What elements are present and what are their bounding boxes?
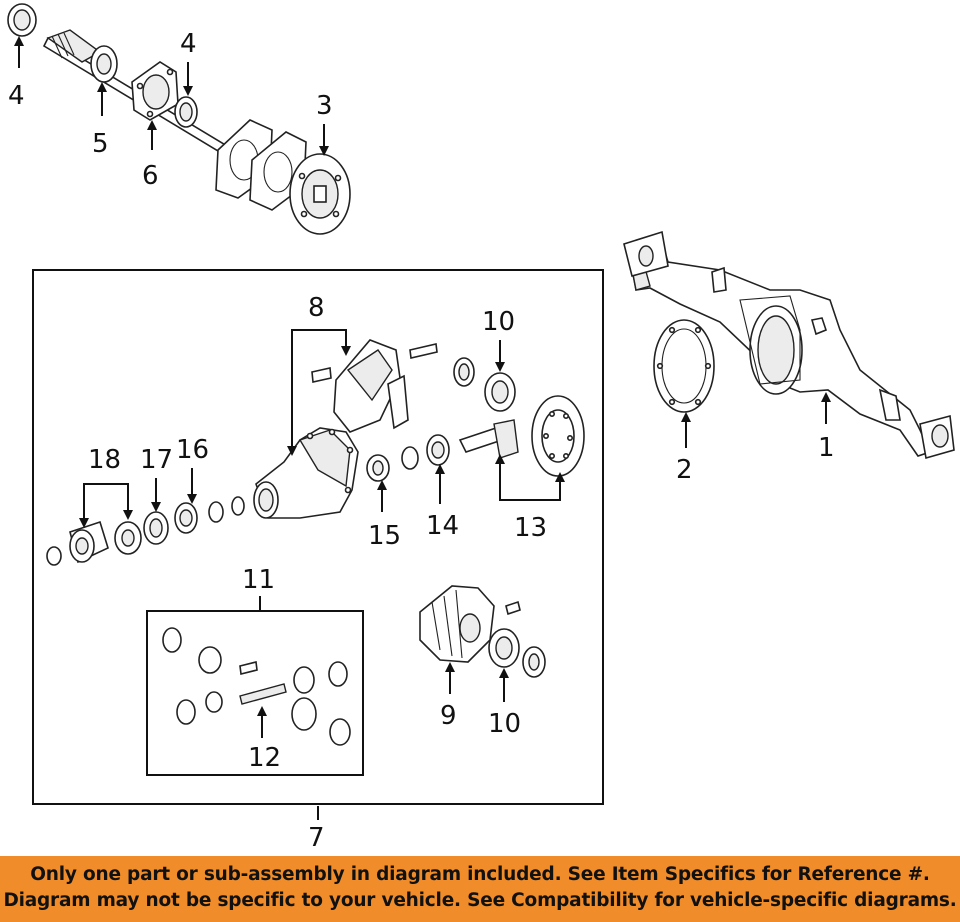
callout-4-left: 4 <box>8 81 25 111</box>
differential-carrier <box>253 427 359 519</box>
pinion-bearing-16 <box>174 496 245 534</box>
callout-16: 16 <box>176 435 209 465</box>
callout-4-shaft: 4 <box>180 29 197 59</box>
retainer-6 <box>131 61 179 121</box>
callout-group-carrier: 8 10 18 17 16 15 14 13 11 12 9 <box>79 293 565 773</box>
side-bearing-10-upper <box>453 357 516 412</box>
side-bearing-10-lower <box>488 628 546 678</box>
callout-14: 14 <box>426 511 459 541</box>
gear-kit-box-11 <box>146 610 364 776</box>
bearing-5 <box>90 45 118 83</box>
carrier-assembly-box-7: 7 <box>32 269 604 853</box>
disclaimer-line-2: Diagram may not be specific to your vehi… <box>3 890 957 911</box>
ring-and-pinion-13 <box>458 395 585 477</box>
callout-group-shaft: 4 5 6 4 3 <box>8 29 333 191</box>
bearing-cap-8 <box>311 339 438 433</box>
axle-housing-1 <box>623 230 955 460</box>
callout-11: 11 <box>242 565 275 595</box>
axle-flange-3 <box>289 153 351 235</box>
disclaimer-banner: Only one part or sub-assembly in diagram… <box>0 856 960 922</box>
oil-seal-17 <box>143 511 169 545</box>
callout-13: 13 <box>514 513 547 543</box>
callout-7: 7 <box>308 823 325 853</box>
callout-15: 15 <box>368 521 401 551</box>
axle-housing-assembly <box>623 230 955 460</box>
callout-10-lower: 10 <box>488 709 521 739</box>
housing-gasket-2 <box>653 319 715 413</box>
parts-diagram: 4 5 6 4 3 <box>7 3 955 853</box>
callout-12: 12 <box>248 743 281 773</box>
callout-10-upper: 10 <box>482 307 515 337</box>
callout-9: 9 <box>440 701 457 731</box>
callout-18: 18 <box>88 445 121 475</box>
callout-5: 5 <box>92 129 109 159</box>
differential-case-9 <box>419 585 521 663</box>
callout-1: 1 <box>818 433 835 463</box>
callout-2: 2 <box>676 455 693 485</box>
callout-17: 17 <box>140 445 173 475</box>
callout-8: 8 <box>308 293 325 323</box>
callout-3: 3 <box>316 91 333 121</box>
callout-6: 6 <box>142 161 159 191</box>
axle-shaft-assembly <box>7 3 351 235</box>
oil-seal-4-left <box>7 3 37 37</box>
callout-group-housing: 2 1 <box>676 392 835 485</box>
oil-seal-4-shaft <box>174 96 198 128</box>
collapsible-spacer-15 <box>366 454 390 482</box>
pinion-bearing-14 <box>401 434 450 470</box>
disclaimer-line-1: Only one part or sub-assembly in diagram… <box>30 864 930 885</box>
companion-flange-18 <box>46 520 142 566</box>
